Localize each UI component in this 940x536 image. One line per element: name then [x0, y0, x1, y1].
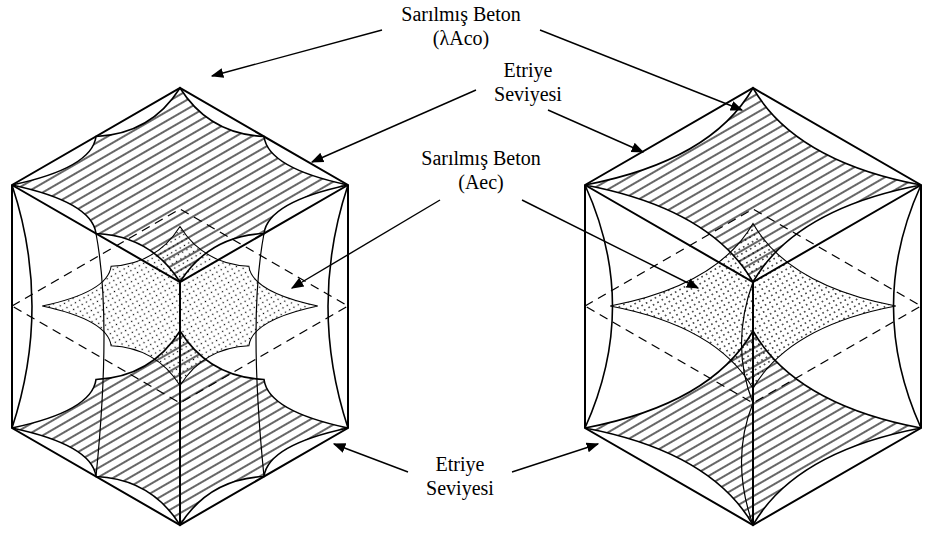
stirrup-level-label: Etriye Seviyesi [412, 452, 508, 500]
left-cube [12, 88, 348, 525]
stirrup-level-label: Etriye Seviyesi [480, 58, 576, 106]
confined-concrete-label: Sarılmış Beton (Aec) [420, 146, 542, 194]
right-cube [585, 88, 921, 525]
confined-concrete-label: Sarılmış Beton (λAco) [386, 2, 536, 50]
leader-arrows [212, 30, 742, 472]
